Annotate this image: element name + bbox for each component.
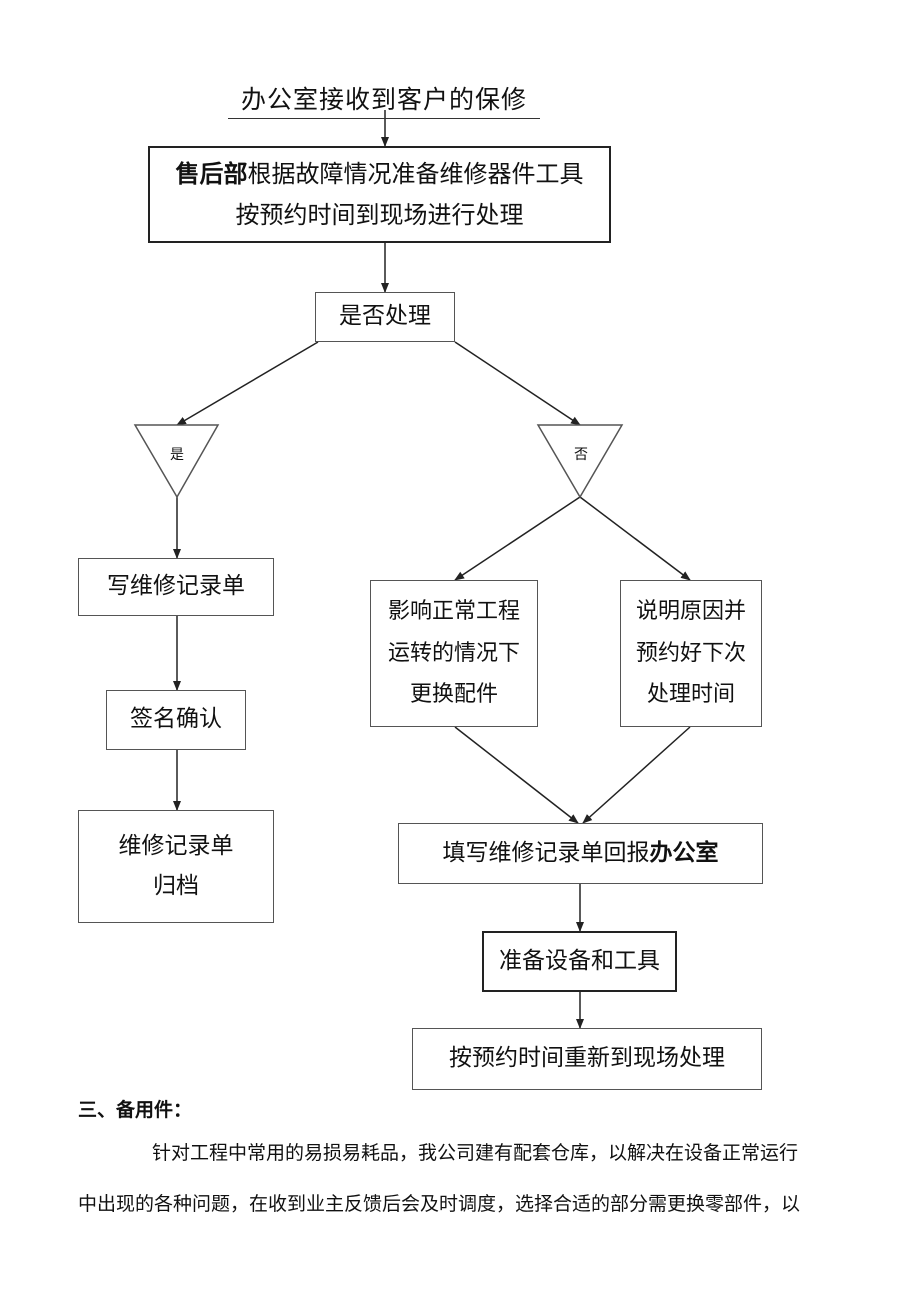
decision-label: 是否处理: [339, 303, 431, 330]
no-label: 否: [574, 447, 588, 463]
revisit-box: 按预约时间重新到现场处理: [412, 1028, 762, 1090]
report-office-box: 填写维修记录单回报办公室: [398, 823, 763, 884]
archive-line-1: 维修记录单: [118, 833, 234, 860]
yes-label: 是: [170, 447, 184, 463]
sign-confirm-label: 签名确认: [130, 706, 222, 733]
no-triangle: [536, 424, 624, 499]
arrow-decision-to-yes: [176, 341, 319, 426]
replace-line-3: 更换配件: [409, 682, 498, 708]
report-label: 填写维修记录单回报办公室: [443, 834, 719, 873]
replace-parts-box: 影响正常工程 运转的情况下 更换配件: [370, 580, 538, 727]
section-heading: 三、备用件：: [78, 1099, 193, 1121]
archive-line-2: 归档: [153, 872, 199, 899]
prepare-label: 准备设备和工具: [499, 947, 660, 974]
aftersales-line-1-rest: 根据故障情况准备维修器件工具: [247, 159, 584, 188]
arrow-decision-to-no: [454, 341, 581, 426]
report-text: 填写维修记录单回报: [442, 839, 650, 866]
arrow-no-to-replace: [454, 496, 581, 581]
revisit-label: 按预约时间重新到现场处理: [449, 1045, 725, 1072]
explain-line-1: 说明原因并: [635, 598, 746, 624]
flow-title: 办公室接收到客户的保修: [228, 80, 540, 119]
explain-line-2: 预约好下次: [635, 640, 746, 666]
arrow-replace-to-report: [454, 726, 579, 824]
aftersales-step-box: 售后部根据故障情况准备维修器件工具 按预约时间到现场进行处理: [148, 146, 611, 243]
section-paragraph-line-2: 中出现的各种问题，在收到业主反馈后会及时调度，选择合适的部分需更换零部件，以: [78, 1193, 801, 1215]
explain-line-3: 处理时间: [646, 682, 735, 708]
write-record-box: 写维修记录单: [78, 558, 274, 616]
aftersales-line-1: 售后部根据故障情况准备维修器件工具: [176, 154, 584, 195]
report-office: 办公室: [649, 839, 719, 866]
decision-box: 是否处理: [315, 292, 455, 342]
arrow-no-to-explain: [579, 496, 691, 581]
sign-confirm-box: 签名确认: [106, 690, 246, 750]
replace-line-2: 运转的情况下: [387, 640, 520, 666]
write-record-label: 写维修记录单: [107, 573, 245, 600]
explain-reschedule-box: 说明原因并 预约好下次 处理时间: [620, 580, 762, 727]
aftersales-dept: 售后部: [175, 159, 248, 188]
arrow-explain-to-report: [582, 726, 691, 824]
yes-triangle: [133, 424, 220, 499]
aftersales-line-2: 按预约时间到现场进行处理: [235, 200, 524, 229]
section-paragraph-line-1: 针对工程中常用的易损易耗品，我公司建有配套仓库，以解决在设备正常运行: [152, 1142, 799, 1164]
prepare-tools-box: 准备设备和工具: [482, 931, 677, 992]
replace-line-1: 影响正常工程: [387, 598, 520, 624]
archive-box: 维修记录单 归档: [78, 810, 274, 923]
